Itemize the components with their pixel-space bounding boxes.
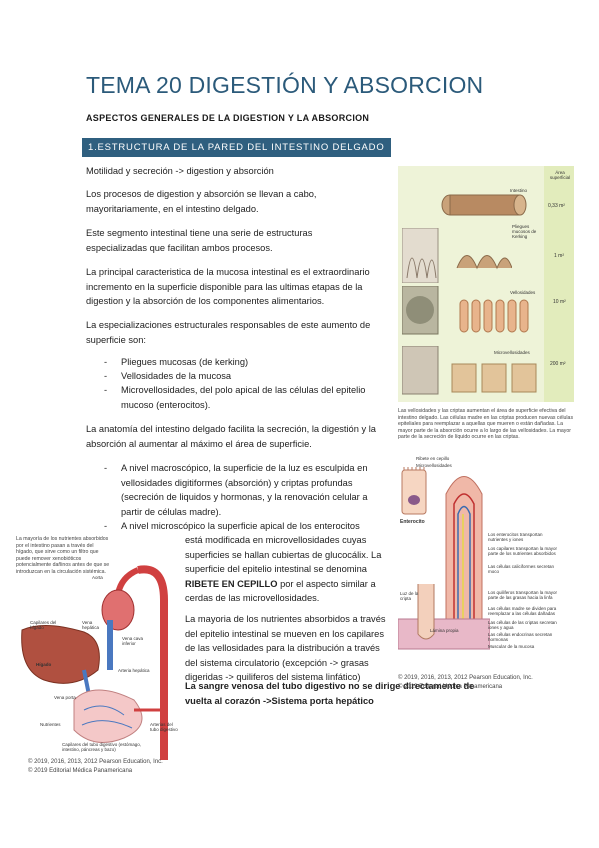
nutrients-label: Nutrientes: [40, 722, 61, 727]
list-item-macro: -A nivel macroscópico, la superficie de …: [104, 463, 368, 517]
callout-label: Las células de las criptas secretan ione…: [488, 620, 557, 630]
villus-icon: [445, 476, 483, 644]
figure-3-copyright: © 2019, 2016, 2013, 2012 Pearson Educati…: [28, 759, 163, 765]
liver-capillaries-label: Capilares del hígado: [30, 620, 57, 630]
paragraph-3: Este segmento intestinal tiene una serie…: [86, 228, 313, 253]
paragraph-7: La mayoria de los nutrientes absorbidos …: [185, 614, 386, 682]
enterocyte-label: Enterocito: [400, 519, 425, 525]
page-title: TEMA 20 DIGESTIÓN Y ABSORCION: [86, 72, 484, 98]
callout-label: Las células madre se dividen para reempl…: [488, 606, 557, 616]
paragraph-2: Los procesos de digestion y absorción se…: [86, 189, 317, 214]
portal-system-figure: [21, 565, 168, 760]
paragraph-8: La sangre venosa del tubo digestivo no s…: [185, 681, 475, 706]
row-label: Intestino: [510, 188, 528, 193]
row-value: 0,33 m²: [548, 203, 565, 209]
row-value: 1 m²: [554, 253, 564, 259]
area-column: [544, 166, 574, 402]
list-item: -Pliegues mucosas (de kerking): [104, 357, 249, 367]
page-subtitle: ASPECTOS GENERALES DE LA DIGESTION Y LA …: [86, 113, 370, 123]
mucosal-folds-icon: [402, 228, 512, 283]
paragraph-microvilli: está modificada en microvellosidades cuy…: [185, 535, 382, 603]
gi-arteries-label: Arterias del tubo digestivo: [150, 722, 178, 732]
callout-label: Las células endocrinas secretan hormonas: [488, 632, 553, 642]
hepatic-vein-label: Vena hepática: [82, 620, 100, 630]
villus-crypt-figure: Ribete en cepillo Microvellosidades Ente…: [396, 454, 576, 666]
figure-3-caption: La mayoría de los nutrientes absorbidos …: [16, 536, 110, 575]
callout-label: Las células caliciformes secretan moco: [488, 564, 555, 574]
row-value: 200 m²: [550, 361, 566, 367]
paragraph-5: La especializaciones estructurales respo…: [86, 320, 371, 345]
paragraph-6: La anatomía del intestino delgado facili…: [86, 424, 376, 449]
list-item-micro: -A nivel microscópico la superficie apic…: [104, 521, 360, 531]
intestine-tube-icon: [441, 194, 527, 216]
hepatic-artery-label: Arteria hepática: [118, 668, 150, 673]
callout-label: Los capilares transportan la mayor parte…: [488, 546, 558, 556]
row-value: 10 m²: [553, 299, 566, 305]
lamina-propria-label: Lámina propia: [430, 628, 459, 633]
liver-label: Hígado: [36, 662, 52, 667]
list-item: -Vellosidades de la mucosa: [104, 371, 232, 381]
figure-3-copyright: © 2019 Editorial Médica Panamericana: [28, 768, 133, 774]
paragraph-1: Motilidad y secreción -> digestion y abs…: [86, 166, 274, 176]
surface-area-figure: Área superficial Intestino 0,33 m² Plieg…: [398, 166, 574, 402]
crypt-lumen-label: Luz de la cripta: [400, 591, 419, 601]
figure-1-caption: Las vellosidades y las criptas aumentan …: [398, 408, 574, 440]
figure-2-copyright: © 2019, 2016, 2013, 2012 Pearson Educati…: [398, 675, 533, 681]
figure-2-copyright: © 2019 Editorial Médica Panamericana: [398, 684, 503, 690]
microvilli-label: Microvellosidades: [416, 463, 452, 468]
microvilli-icon: [402, 346, 537, 395]
row-label: Microvellosidades: [494, 350, 530, 355]
paragraph-4: La principal caracteristica de la mucosa…: [86, 267, 370, 306]
callout-label: Los enterocitos transportan nutrientes y…: [488, 532, 543, 542]
callout-label: Muscular de la mucosa: [488, 644, 535, 649]
list-item: -Microvellosidades, del polo apical de l…: [104, 385, 366, 410]
villi-icon: [402, 286, 529, 335]
callout-label: Los quiliferos transportan la mayor part…: [488, 590, 558, 600]
row-label: Pliegues mucosos de Kerking: [512, 224, 537, 239]
gi-capillaries-label: Capilares del tubo digestivo (estómago, …: [62, 742, 142, 752]
enterocyte-cell-icon: [401, 467, 427, 515]
crypt-icon: [398, 584, 490, 650]
section-header: 1.ESTRUCTURA DE LA PARED DEL INTESTINO D…: [82, 138, 391, 157]
portal-vein-label: Vena porta: [54, 695, 76, 700]
area-header: Área superficial: [549, 170, 571, 180]
brush-border-label: Ribete en cepillo: [416, 456, 450, 461]
row-label: Vellosidades: [510, 290, 536, 295]
aorta-label: Aorta: [92, 575, 103, 580]
vena-cava-label: Vena cava inferior: [122, 636, 144, 646]
